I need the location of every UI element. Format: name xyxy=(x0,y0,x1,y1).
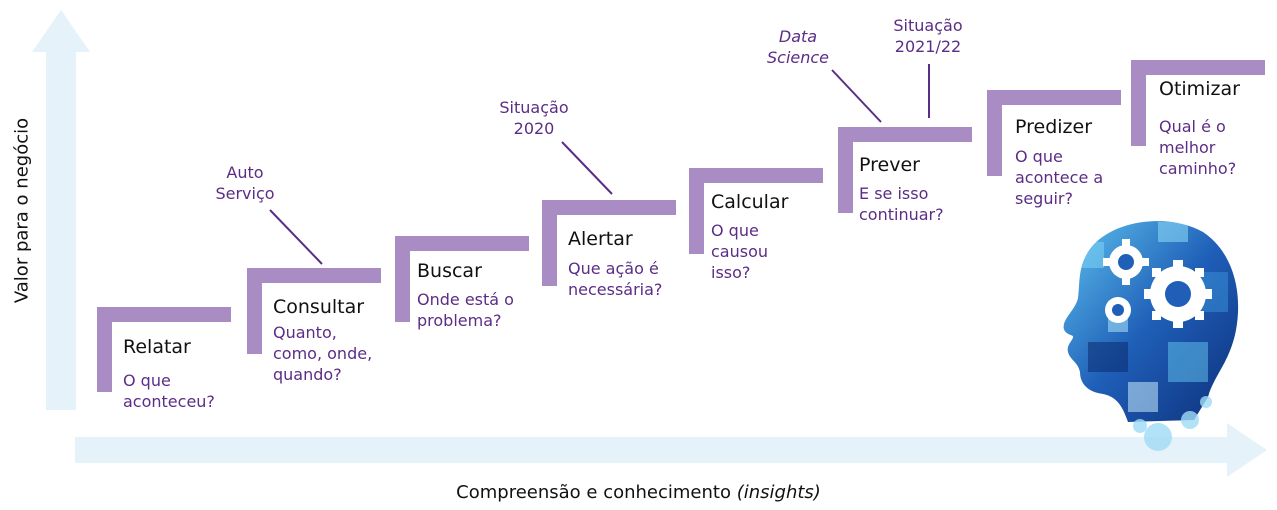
step-bar-v xyxy=(97,307,112,392)
step-title: Consultar xyxy=(273,296,365,318)
step-bar-h xyxy=(395,236,529,251)
y-axis-arrow xyxy=(32,10,90,410)
step-bar-h xyxy=(987,90,1121,105)
step-description: Qual é o melhor caminho? xyxy=(1159,117,1237,178)
pointer-situacao-2020 xyxy=(561,141,613,195)
step-description: Que ação é necessária? xyxy=(568,259,663,299)
step-bar-v xyxy=(838,127,853,213)
y-axis-label: Valor para o negócio xyxy=(11,117,33,304)
annotation-auto-servico: Auto Serviço xyxy=(215,163,275,203)
step-bar-h xyxy=(247,268,381,283)
step-description: E se isso continuar? xyxy=(859,184,944,224)
step-bar-h xyxy=(689,168,823,183)
pointer-data-science xyxy=(831,69,882,123)
x-axis-label: Compreensão e conhecimento (insights) xyxy=(0,482,1277,503)
step-bar-v xyxy=(395,236,410,322)
step-title: Alertar xyxy=(568,228,633,250)
step-title: Predizer xyxy=(1015,116,1093,138)
step-bar-v xyxy=(1131,60,1146,146)
step-description: O que causou isso? xyxy=(711,221,769,282)
x-axis-label-italic: (insights) xyxy=(736,482,821,503)
step-description: Quanto, como, onde, quando? xyxy=(273,323,373,384)
x-axis-label-main: Compreensão e conhecimento xyxy=(456,482,731,503)
step-title: Prever xyxy=(859,154,920,176)
head-gears-icon xyxy=(1063,221,1239,451)
step-bar-h xyxy=(838,127,972,142)
annotation-situacao-2021: Situação 2021/22 xyxy=(893,16,963,56)
step-bar-h xyxy=(542,200,676,215)
step-description: O que acontece a seguir? xyxy=(1015,147,1104,208)
step-title: Relatar xyxy=(123,336,191,358)
pointer-auto-servico xyxy=(269,209,323,265)
step-bar-v xyxy=(247,268,262,354)
step-bar-h xyxy=(97,307,231,322)
step-bar-v xyxy=(542,200,557,286)
step-title: Buscar xyxy=(417,260,482,282)
step-bar-h xyxy=(1131,60,1265,75)
annotation-data-science: Data Science xyxy=(766,27,830,67)
step-bar-v xyxy=(689,168,704,254)
x-axis-arrow xyxy=(75,423,1267,477)
step-description: O que aconteceu? xyxy=(123,371,215,411)
annotation-situacao-2020: Situação 2020 xyxy=(499,98,569,138)
step-description: Onde está o problema? xyxy=(417,290,514,330)
step-title: Otimizar xyxy=(1159,78,1240,100)
step-title: Calcular xyxy=(711,191,789,213)
step-bar-v xyxy=(987,90,1002,176)
